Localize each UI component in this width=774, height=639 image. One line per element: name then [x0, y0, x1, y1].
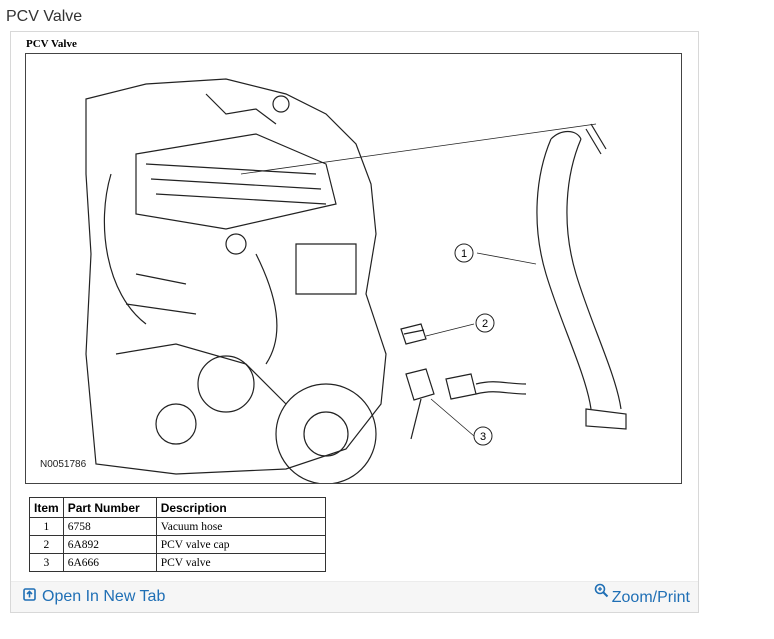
- open-new-tab-icon: [23, 588, 36, 606]
- callout-3: 3: [473, 426, 493, 446]
- page-title: PCV Valve: [6, 8, 83, 25]
- cell-description: PCV valve cap: [155, 535, 326, 554]
- callout-2-label: 2: [482, 318, 488, 330]
- cell-item: 1: [29, 517, 64, 536]
- zoom-print-button[interactable]: Zoom/Print: [594, 583, 690, 608]
- cell-part-number: 6A666: [62, 553, 157, 572]
- callout-2: 2: [475, 313, 495, 333]
- table-row: 3 6A666 PCV valve: [29, 553, 326, 572]
- column-header-item: Item: [29, 497, 64, 518]
- card-footer: Open In New Tab Zoom/Print: [11, 581, 698, 612]
- callout-3-label: 3: [480, 431, 486, 443]
- cell-part-number: 6A892: [62, 535, 157, 554]
- zoom-print-label: Zoom/Print: [611, 589, 690, 606]
- pcv-valve-drawing: [405, 368, 527, 440]
- zoom-in-icon: [594, 583, 609, 603]
- engine-block-drawing: [85, 78, 387, 483]
- column-header-part-number: Part Number: [62, 497, 157, 518]
- figure-card: PCV Valve: [10, 31, 699, 613]
- vacuum-hose-drawing: [536, 123, 627, 430]
- figure-illustration: 1 2 3 N0051786: [25, 53, 682, 484]
- column-header-description: Description: [155, 497, 326, 518]
- cell-description: Vacuum hose: [155, 517, 326, 536]
- table-header-row: Item Part Number Description: [29, 497, 326, 518]
- callout-leaders: [425, 252, 537, 437]
- cell-item: 2: [29, 535, 64, 554]
- cell-part-number: 6758: [62, 517, 157, 536]
- pcv-valve-cap-drawing: [400, 323, 427, 345]
- cell-item: 3: [29, 553, 64, 572]
- figure-id: N0051786: [40, 459, 87, 470]
- table-row: 2 6A892 PCV valve cap: [29, 535, 326, 554]
- figure-title: PCV Valve: [26, 38, 77, 50]
- cell-description: PCV valve: [155, 553, 326, 572]
- engine-drawing: 1 2 3: [85, 78, 627, 483]
- callout-1: 1: [454, 243, 474, 263]
- callout-1-label: 1: [461, 248, 467, 260]
- open-in-new-tab-button[interactable]: Open In New Tab: [23, 588, 165, 606]
- table-row: 1 6758 Vacuum hose: [29, 517, 326, 536]
- open-in-new-tab-label: Open In New Tab: [42, 588, 166, 605]
- parts-table: Item Part Number Description 1 6758 Vacu…: [29, 497, 326, 572]
